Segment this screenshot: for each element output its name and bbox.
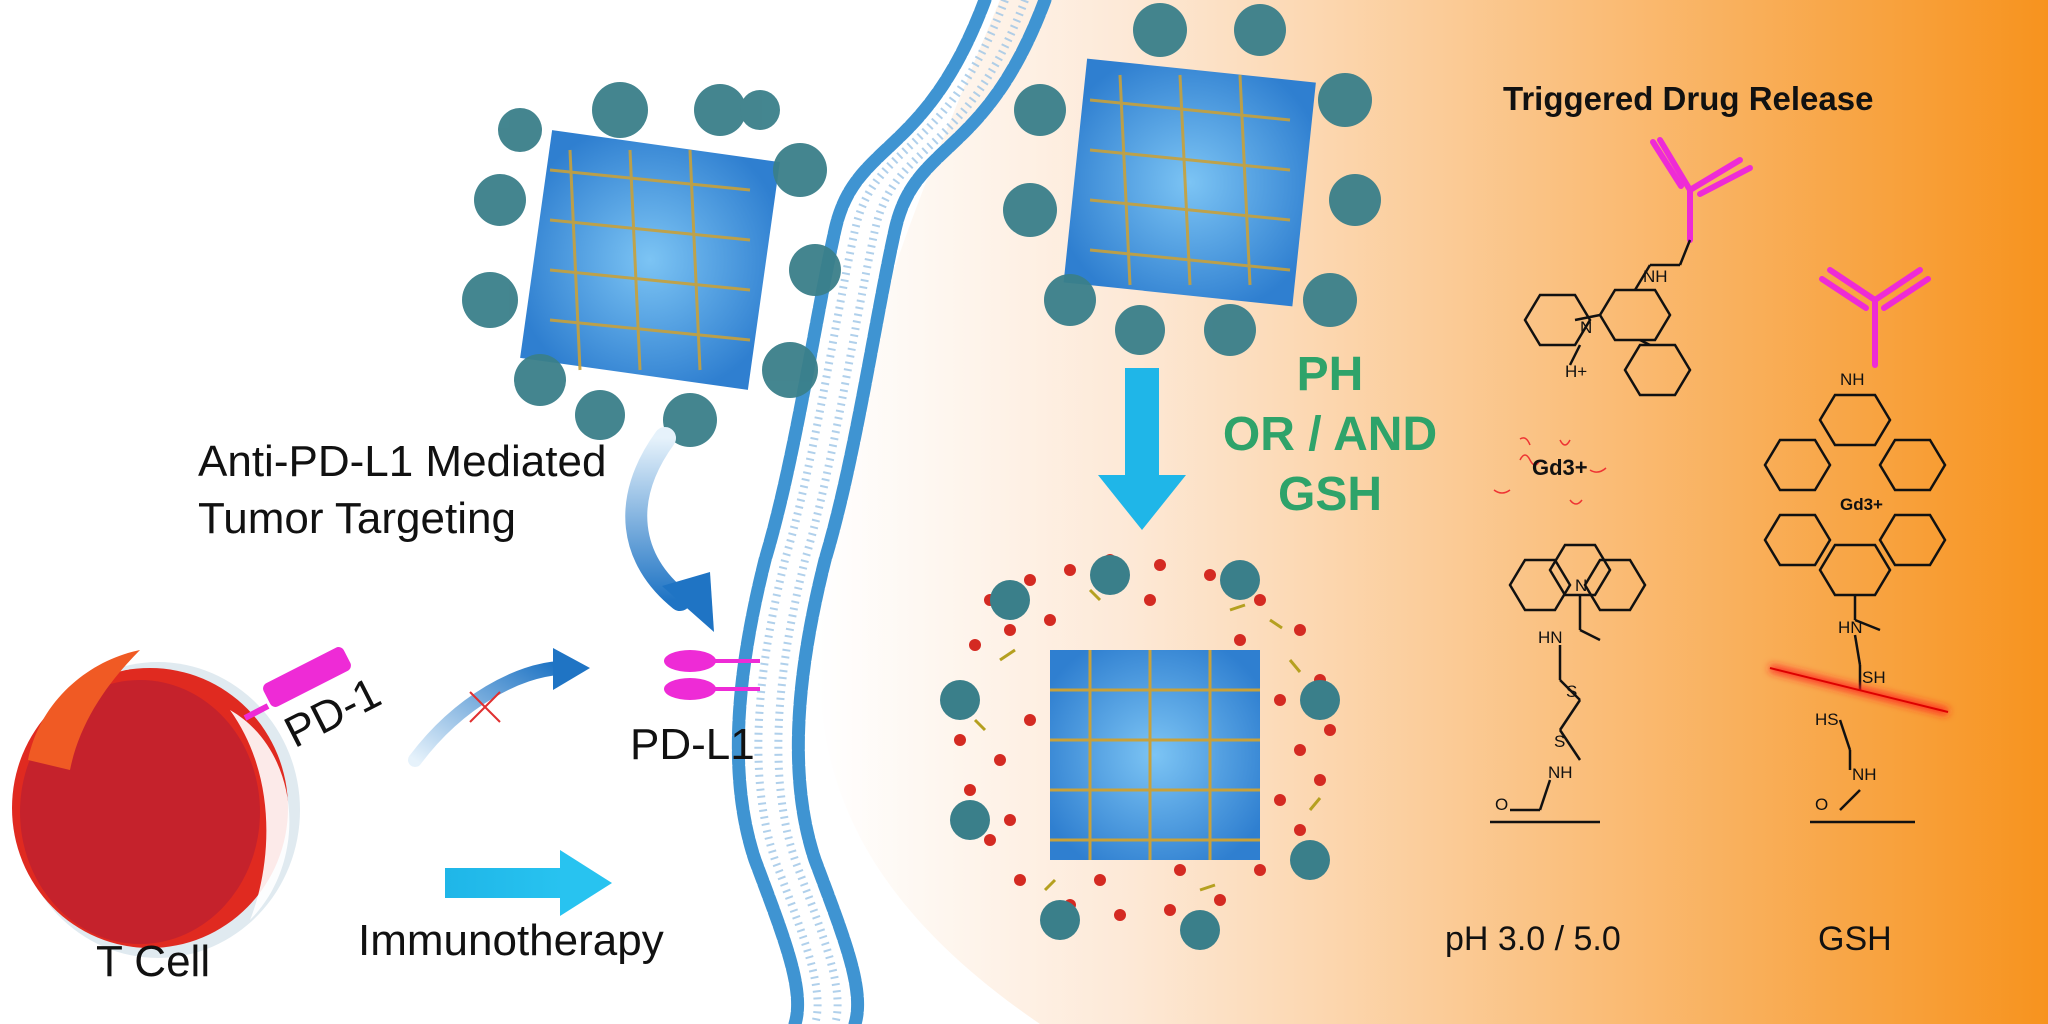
released-nanoparticle <box>940 554 1340 950</box>
t-cell <box>12 650 300 958</box>
pdl1-receptor <box>664 650 760 700</box>
antibody-structure-gsh <box>1819 267 1931 368</box>
targeted-nanoparticle-right <box>1003 3 1381 356</box>
atom-o-1: O <box>1495 795 1509 814</box>
cell-membrane <box>731 0 1052 1024</box>
atom-nh-1: NH <box>1643 267 1668 286</box>
atom-n-2: N <box>1575 576 1588 595</box>
trigger-label-ph: PH <box>1296 348 1364 401</box>
blocked-arrow <box>408 648 590 767</box>
gsh-condition-label: GSH <box>1818 920 1892 958</box>
gd-ion <box>1493 437 1607 505</box>
targeting-arrow <box>625 427 714 632</box>
gd-ion-label: Gd3+ <box>1532 455 1588 480</box>
ph-condition-label: pH 3.0 / 5.0 <box>1445 920 1621 958</box>
atom-hs: HS <box>1815 710 1839 729</box>
targeted-nanoparticle-left <box>462 82 841 447</box>
atom-s-1: S <box>1566 682 1578 701</box>
atom-h-plus: H+ <box>1565 362 1588 381</box>
targeting-label-line1: Anti-PD-L1 Mediated <box>198 437 607 486</box>
immunotherapy-label: Immunotherapy <box>358 916 664 965</box>
atom-hn-2: HN <box>1838 618 1863 637</box>
atom-nh-3: NH <box>1840 370 1865 389</box>
atom-nh-2: NH <box>1548 763 1573 782</box>
atom-nh-4: NH <box>1852 765 1877 784</box>
pdl1-label: PD-L1 <box>630 720 755 769</box>
tcell-label: T Cell <box>96 937 211 986</box>
chemical-structure-ph <box>1490 239 1947 824</box>
gd-center-label: Gd3+ <box>1840 495 1883 514</box>
antibody-structure-ph <box>1650 137 1753 243</box>
atom-hn-1: HN <box>1538 628 1563 647</box>
atom-n-1: N <box>1580 318 1593 337</box>
trigger-label-gsh: GSH <box>1277 468 1382 521</box>
atom-sh: SH <box>1862 668 1886 687</box>
release-title: Triggered Drug Release <box>1503 80 1874 117</box>
block-cross <box>469 691 501 723</box>
immunotherapy-arrow <box>445 850 612 916</box>
atom-s-2: S <box>1554 732 1566 751</box>
release-arrow <box>1098 368 1186 530</box>
pd1-receptor <box>243 647 351 721</box>
trigger-label-or-and: OR / AND <box>1222 408 1438 461</box>
atom-o-2: O <box>1815 795 1829 814</box>
targeting-label-line2: Tumor Targeting <box>198 494 516 543</box>
